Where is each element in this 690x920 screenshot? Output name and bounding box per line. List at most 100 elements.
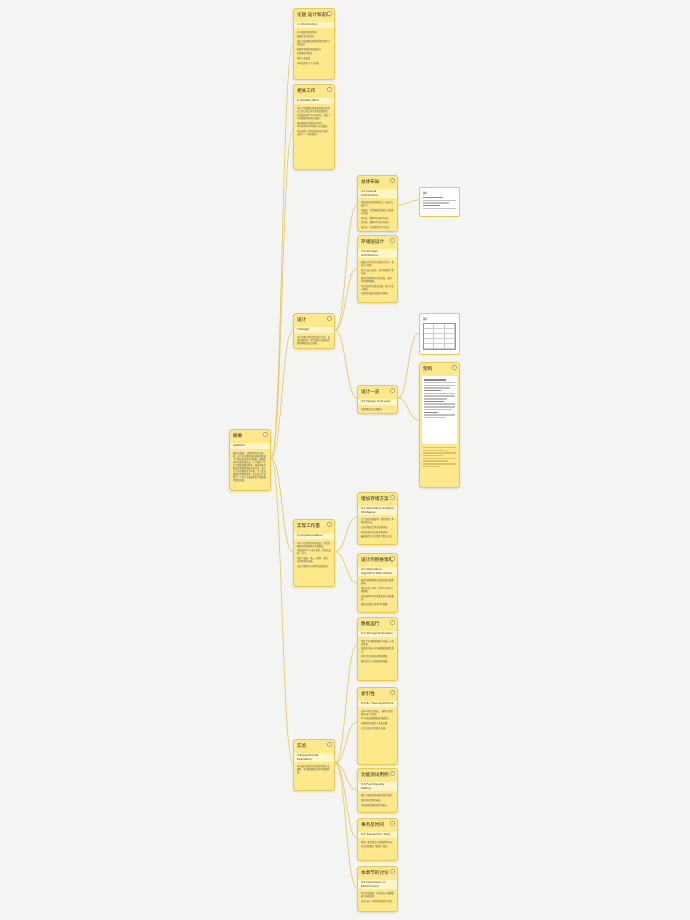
node-body: 系统采用分层结构设计，自底向上依次为： 存储层：负责数据在磁盘上的组织与存储 索…: [361, 201, 394, 229]
node-subtitle: 5.Experimental Evaluation: [294, 753, 334, 763]
expand-icon[interactable]: +: [390, 388, 395, 393]
node-btree-algorithms[interactable]: + 索引性 5.2 B+ Tree Algorithms 对B+树索引的插入、删…: [357, 687, 398, 765]
figure-node-architecture[interactable]: + 架构: [419, 362, 460, 488]
node-body: 测试了不同数据规模下的插入与查询性能。 结果显示插入时间随数据量线性增长。 有索…: [361, 640, 394, 663]
node-design-overview[interactable]: + 设计一览 3.3 Design Overview 系统整体设计如图所示: [357, 385, 398, 414]
node-title: 论题 设计和说明: [297, 13, 331, 18]
node-subtitle: 3.3 Design Overview: [358, 399, 397, 405]
node-body: 测试了事务提交与回滚所需时间。 日志机制保证了数据一致性。: [361, 841, 394, 849]
node-body-line: 系统使用C++语言实现，代码总量约一万行。: [297, 549, 331, 556]
node-storage-architecture[interactable]: + 存储层设计 3.2 Storage Architecture 数据以页为单位…: [357, 235, 398, 303]
figure-image: [422, 376, 457, 444]
node-design[interactable]: + 设计 3.Design 本节详细介绍系统的设计方案，包括存储结构、索引结构以…: [293, 313, 335, 349]
node-body-line: 数据库设计的目标: [297, 35, 315, 39]
figure-line: [423, 460, 448, 462]
figure-thumbnail-1[interactable]: 图1: [419, 187, 460, 217]
link-root-n1: [270, 44, 294, 459]
node-implementation[interactable]: + 实现工作量 4. Implementation 本节介绍系统的具体实现，包括…: [293, 519, 335, 587]
node-subtitle: 2. Related Work: [294, 98, 334, 104]
expand-icon[interactable]: +: [327, 11, 332, 16]
link-n3c-figB: [397, 332, 420, 399]
node-related-work[interactable]: + 相关工作 2. Related Work 本节介绍数据库管理系统相关的研究工…: [293, 84, 335, 170]
node-body-line: 未来可进一步优化查询执行计划。: [361, 899, 394, 903]
link-root-n4: [270, 457, 294, 553]
node-alternative-schema[interactable]: + 增加存储方案 4.1 Alternative Schema Strategi…: [357, 492, 398, 545]
expand-icon[interactable]: +: [390, 178, 395, 183]
node-body-line: 缓冲池管理内存中的页面，采用LRU替换策略。: [361, 276, 392, 283]
node-experiment[interactable]: + 实验 5.Experimental Evaluation 本节通过实验评估系…: [293, 739, 335, 791]
node-subtitle: 4.1 Alternative Schema Strategies: [358, 506, 397, 516]
root-node-abstract[interactable]: + 摘要 Abstract 随着大数据、互联网等技术的发展，各行各业都将越来越多…: [229, 429, 271, 491]
expand-icon[interactable]: +: [327, 742, 332, 747]
expand-icon[interactable]: +: [452, 365, 457, 370]
node-body-line: 本节通过实验评估系统的性能与正确性，测试数据集包括不同规模的表。: [297, 765, 330, 775]
node-subtitle: 4.2 Alternative Algorithm Alternatives: [358, 567, 397, 577]
node-body-line: 为了提高存储效率，我们探索了多种存储方案。: [361, 518, 394, 525]
node-body-line: 行式存储适合事务处理场景。: [361, 525, 390, 529]
node-body-line: 本系统实现了以下功能: [297, 61, 319, 65]
node-body-line: 缓冲池替换策略对系统性能有重要影响。: [361, 579, 394, 586]
figure-thumbnail-2[interactable]: 图2: [419, 313, 460, 355]
expand-icon[interactable]: +: [390, 771, 395, 776]
node-alternative-algorithm[interactable]: + 设计的替换策略 4.2 Alternative Algorithm Alte…: [357, 553, 398, 613]
figure-line: [424, 408, 452, 411]
figure-line: [423, 447, 456, 449]
node-body-line: 数据以页为单位存储在文件中，每页大小固定。: [361, 261, 394, 268]
expand-icon[interactable]: +: [390, 620, 395, 625]
figure-line: [423, 465, 440, 468]
figure-table-row: [424, 339, 455, 344]
figure-line: [424, 400, 445, 403]
node-body-line: 存储层：负责数据在磁盘上的组织与存储: [361, 208, 394, 216]
node-body-line: 测试以及结果: [297, 57, 311, 61]
node-body-line: 实验表明LRU在多数负载下表现最好。: [361, 594, 394, 601]
link-n5-n5a: [334, 644, 358, 764]
node-body-line: 范围查询性能优于全表扫描。: [361, 722, 390, 726]
node-transaction-time[interactable]: + 事务及时间 5.4 Transaction Time 测试了事务提交与回滚所…: [357, 818, 398, 861]
figure-line: [423, 197, 443, 199]
node-body-line: 本文借鉴了这些系统的设计思想，实现了一个简化版本。: [297, 129, 330, 137]
expand-icon[interactable]: +: [390, 869, 395, 874]
node-subtitle: 3.Design: [294, 327, 334, 333]
node-subtitle: 3.1 Overall Architecture: [358, 189, 397, 199]
expand-icon[interactable]: +: [327, 316, 332, 321]
node-title: 设计: [297, 318, 307, 323]
node-title: 设计一览: [361, 390, 380, 395]
figure-line: [423, 455, 443, 457]
link-n3-n3a: [334, 204, 358, 331]
expand-icon[interactable]: +: [390, 556, 395, 561]
node-performance-discussion[interactable]: + 本章节的讨论 5.5 Discussion on Performance 综…: [357, 866, 398, 912]
figure-table-row: [424, 329, 455, 334]
expand-icon[interactable]: +: [327, 522, 332, 527]
figure-line: [424, 411, 438, 413]
link-root-n5: [270, 457, 294, 764]
node-storage-evaluation[interactable]: + 数据运行 5.1 Storage Evaluation 测试了不同数据规模下…: [357, 617, 398, 681]
node-overall-architecture[interactable]: + 总体布局 3.1 Overall Architecture 系统采用分层结构…: [357, 175, 398, 232]
node-body: 数据以页为单位存储在文件中，每页大小固定。 页头记录元信息，页内存储若干条记录。…: [361, 261, 394, 295]
expand-icon[interactable]: +: [263, 432, 268, 437]
figure-table-row: [424, 324, 455, 329]
link-n5-n5e: [334, 762, 358, 889]
node-body: 为了提高存储效率，我们探索了多种存储方案。 行式存储适合事务处理场景。 列式存储…: [361, 518, 394, 538]
figure-line: [423, 452, 456, 454]
node-body-line: 查询层：解析SQL语句并执行: [361, 221, 390, 225]
figure-line: [423, 449, 450, 452]
node-body: 编写了覆盖各项功能的测试用例。 所有测试用例均通过。 系统能够正确处理异常输入。: [361, 794, 394, 806]
expand-icon[interactable]: +: [390, 821, 395, 826]
node-subtitle: 5.2 B+ Tree Algorithms: [358, 701, 397, 707]
link-n3-n3b: [334, 267, 358, 331]
expand-icon[interactable]: +: [327, 87, 332, 92]
figure-table: [423, 323, 456, 350]
node-subtitle: Abstract: [230, 443, 270, 449]
node-introduction[interactable]: + 论题 设计和说明 1. Introduction 对于数据库管理系统 数据库…: [293, 8, 335, 80]
expand-icon[interactable]: +: [390, 495, 395, 500]
node-body-line: 测试了不同数据规模下的插入与查询性能。: [361, 639, 394, 646]
expand-icon[interactable]: +: [390, 690, 395, 695]
figure-line: [423, 199, 456, 202]
figure-line: [424, 398, 448, 400]
node-functionality-testing[interactable]: + 功能测试用例 5.3 Functionality Testing 编写了覆盖…: [357, 768, 398, 813]
figure-line: [423, 207, 456, 210]
node-body: 本节详细介绍系统的设计方案，包括存储结构、索引结构以及查询处理等模块的设计思路。: [297, 336, 331, 345]
node-title: 索引性: [361, 692, 375, 697]
node-body-line: 缓冲池大小对性能影响显著。: [361, 659, 390, 663]
expand-icon[interactable]: +: [390, 238, 395, 243]
